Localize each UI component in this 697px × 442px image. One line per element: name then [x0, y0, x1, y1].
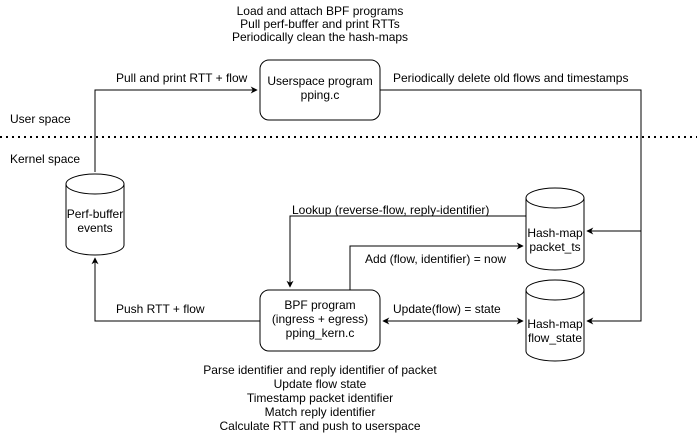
add-edge [349, 242, 524, 290]
lookup-edge-label: Lookup (reverse-flow, reply-identifier) [292, 203, 490, 217]
flow-state-cylinder [525, 279, 585, 362]
bpf-program-label: BPF program (ingress + egress) pping_ker… [271, 298, 369, 340]
pull-edge [94, 86, 258, 172]
pull-edge-label: Pull and print RTT + flow [116, 71, 248, 85]
push-edge [91, 257, 260, 322]
add-edge-label: Add (flow, identifier) = now [365, 252, 507, 266]
kernel-space-label: Kernel space [10, 152, 81, 166]
bottom-note-4: Calculate RTT and push to userspace [219, 419, 421, 433]
flow-state-label: Hash-map flow_state [527, 317, 583, 345]
userspace-program-label: Userspace program pping.c [267, 74, 373, 102]
top-note-1: Pull perf-buffer and print RTTs [240, 17, 400, 31]
bottom-note-2: Timestamp packet identifier [246, 391, 394, 405]
bottom-note-0: Parse identifier and reply identifier of… [203, 363, 437, 377]
top-note-0: Load and attach BPF programs [236, 4, 404, 18]
top-note-2: Periodically clean the hash-maps [231, 30, 409, 44]
update-edge-label: Update(flow) = state [393, 302, 501, 316]
perf-buffer-label: Perf-buffer events [66, 207, 124, 235]
perf-buffer-cylinder [65, 173, 125, 256]
bottom-note-3: Match reply identifier [264, 405, 376, 419]
delete-edge-packet-ts [380, 89, 642, 235]
lookup-edge [286, 215, 526, 288]
packet-ts-cylinder [525, 187, 585, 271]
packet-ts-label: Hash-map packet_ts [527, 226, 583, 254]
bottom-note-1: Update flow state [273, 377, 367, 391]
delete-edge-label: Periodically delete old flows and timest… [393, 71, 629, 85]
user-space-label: User space [10, 112, 71, 126]
push-edge-label: Push RTT + flow [116, 302, 205, 316]
delete-edge-flow-state [586, 231, 642, 325]
